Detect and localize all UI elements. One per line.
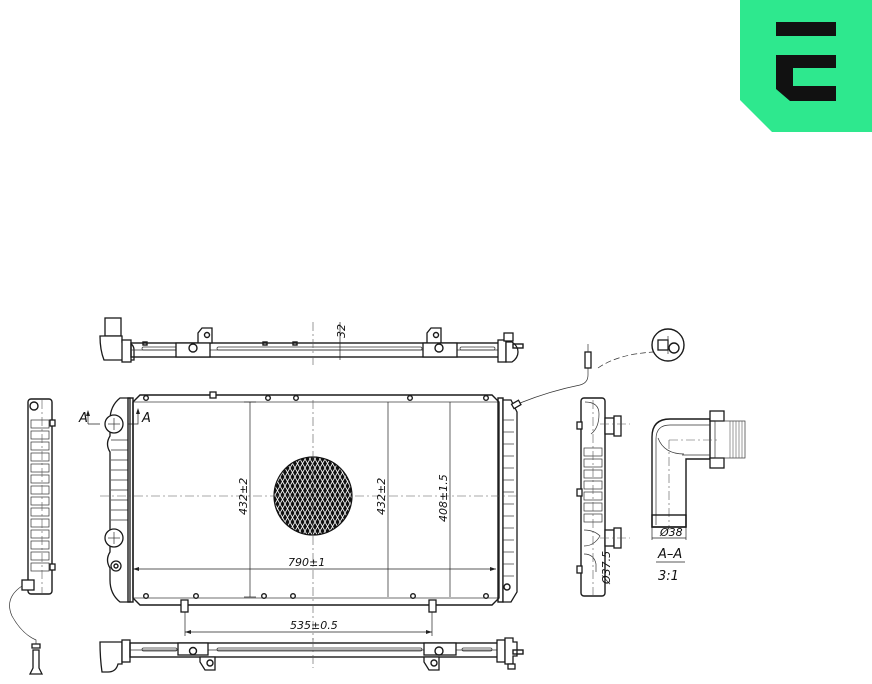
section-title: A–A (657, 547, 682, 562)
dimension-pipe-diameter-37-5: Ø37.5 (600, 551, 613, 585)
brand-logo (740, 0, 872, 132)
front-view: 432±2 432±2 408±1.5 790±1 535±0.5 A A (78, 344, 592, 640)
dimension-core-height-left: 432±2 (237, 478, 250, 515)
section-marker-a-left: A (78, 411, 88, 426)
dimension-total-height: 408±1.5 (437, 474, 450, 522)
top-view: 32 (99, 317, 524, 365)
section-scale: 3:1 (658, 569, 679, 584)
dimension-width: 790±1 (288, 556, 325, 569)
right-side-view: Ø37.5 (576, 397, 630, 597)
left-side-view (9, 398, 56, 675)
section-a-a: Ø38 A–A 3:1 (651, 410, 746, 584)
stylized-e-icon (740, 0, 872, 132)
bottom-view (99, 637, 524, 673)
section-marker-a-right: A (141, 411, 151, 426)
dimension-mount-spacing: 535±0.5 (290, 619, 338, 632)
dimension-32: 32 (335, 324, 348, 338)
dimension-pipe-diameter-38: Ø38 (659, 526, 683, 539)
sensor-detail (597, 328, 685, 369)
dimension-core-height-center: 432±2 (375, 478, 388, 515)
